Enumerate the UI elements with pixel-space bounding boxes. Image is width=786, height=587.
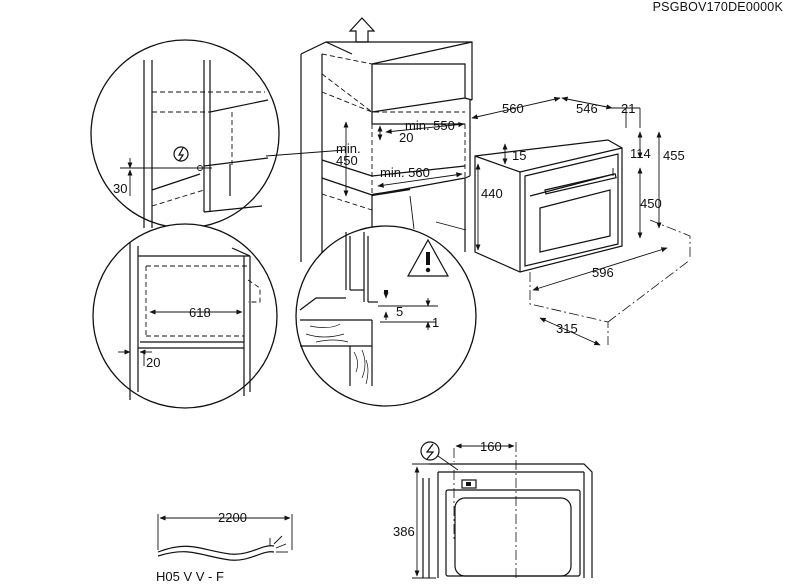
dim-niche-min-width: min. 560 xyxy=(380,165,430,180)
dim-socket-offset: 160 xyxy=(480,439,502,454)
product-code: PSGBOV170DE0000K xyxy=(653,0,784,14)
electric-plug-icon xyxy=(420,441,440,461)
dim-panel-height: 114 xyxy=(630,146,651,161)
dim-oven-height: 455 xyxy=(663,148,685,163)
dim-niche-min-height-label: min. xyxy=(336,141,361,156)
dim-front-width: 596 xyxy=(592,265,614,280)
dim-oven-width-top: 546 xyxy=(576,101,598,116)
rear-view-drawing xyxy=(412,441,593,579)
dim-cable-length: 2200 xyxy=(218,510,247,525)
cabinet-drawing xyxy=(300,41,473,262)
warning-icon xyxy=(406,238,450,277)
dim-niche-gap: 20 xyxy=(399,130,413,145)
detail-circle-socket xyxy=(90,39,346,229)
dim-shelf-gap: 5 xyxy=(396,304,403,319)
dim-top-gap: 15 xyxy=(512,148,526,163)
electric-plug-icon xyxy=(173,146,189,162)
cable-drawing xyxy=(157,514,293,561)
dim-side-height: 440 xyxy=(481,186,503,201)
dim-socket-height: 30 xyxy=(113,181,127,196)
dim-oven-depth: 560 xyxy=(502,101,524,116)
detail-circle-mounting xyxy=(295,195,477,407)
dim-front-offset: 21 xyxy=(621,101,635,116)
dim-niche-min-height: 450 xyxy=(336,153,358,168)
dim-side-gap: 20 xyxy=(146,355,160,370)
dim-niche-min-depth: min. 550 xyxy=(405,118,455,133)
dim-edge-gap: 1 xyxy=(432,315,439,330)
arrow-up-icon xyxy=(348,17,376,43)
dim-inner-width: 618 xyxy=(189,305,211,320)
dim-cavity-height: 450 xyxy=(640,196,662,211)
dim-socket-panel-height: 386 xyxy=(393,524,415,539)
dim-base-depth: 315 xyxy=(556,321,578,336)
cable-label: H05 V V - F xyxy=(156,569,224,584)
oven-drawing xyxy=(471,96,691,346)
detail-circle-width xyxy=(92,223,278,409)
